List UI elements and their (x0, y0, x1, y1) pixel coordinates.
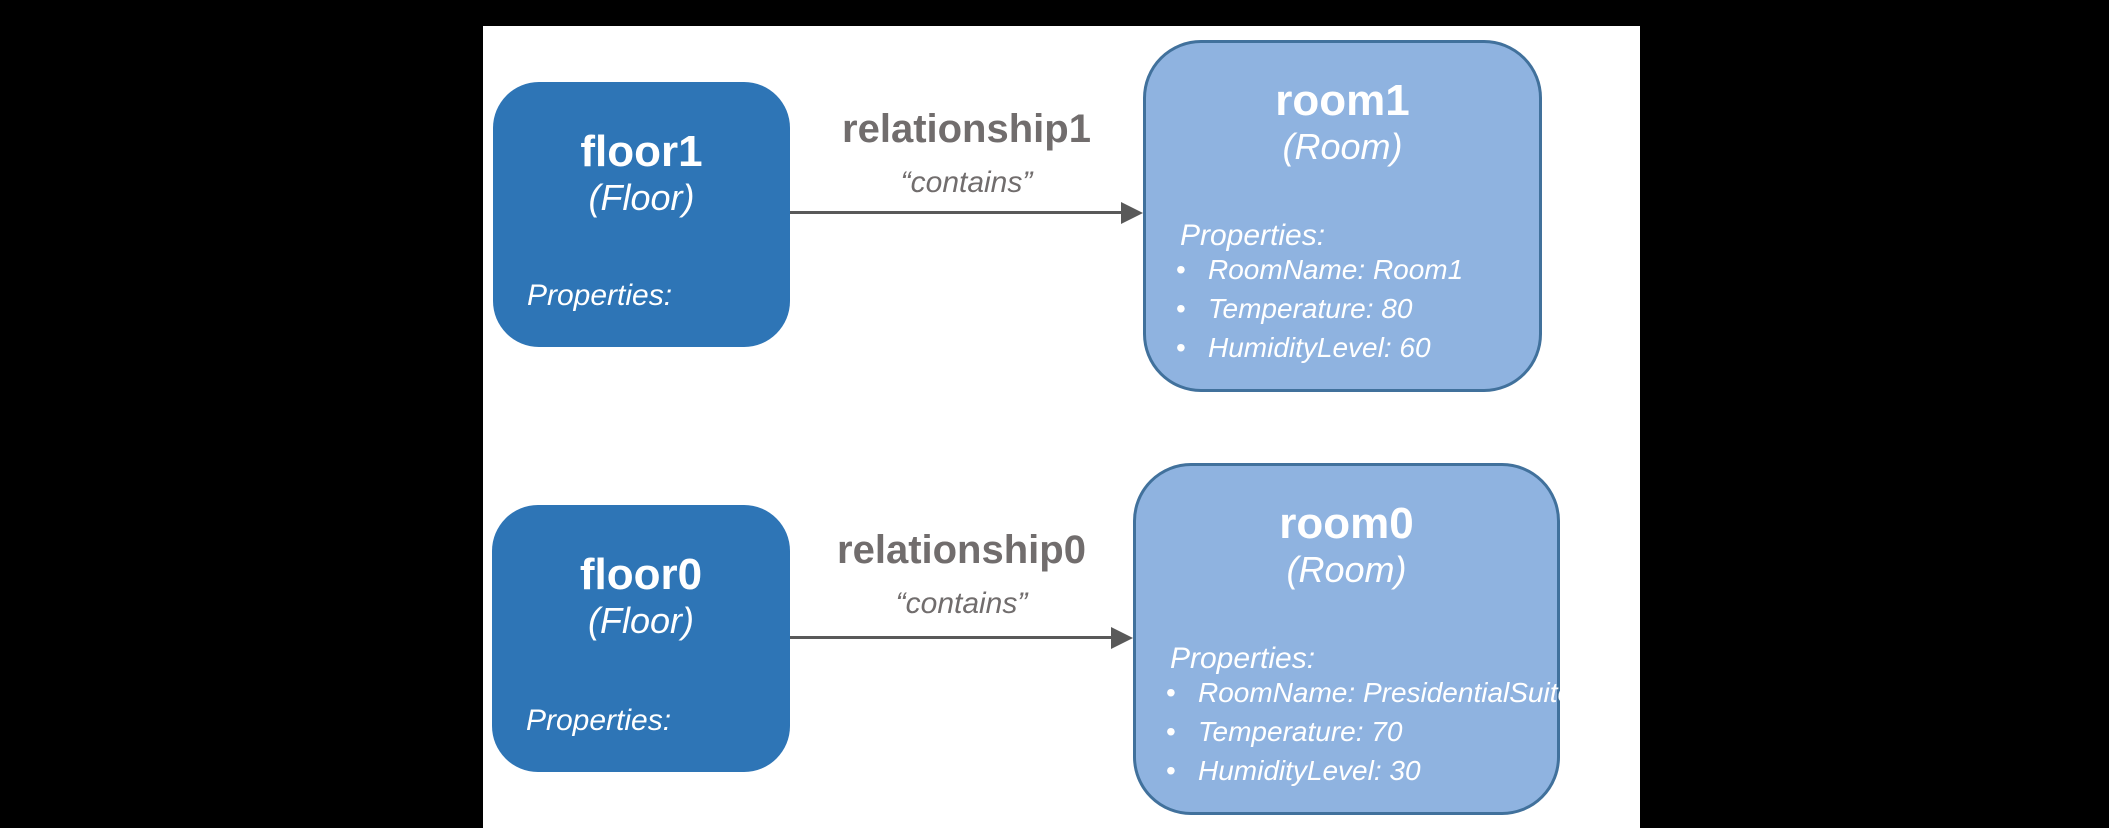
bullet-icon (1176, 331, 1208, 370)
node-title: floor1 (580, 127, 703, 176)
node-model-type: (Floor) (588, 600, 694, 641)
property-text: HumidityLevel: 60 (1208, 332, 1431, 363)
property-text: RoomName: PresidentialSuite (1198, 677, 1574, 708)
property-item: HumidityLevel: 30 (1166, 754, 1527, 793)
node-title: room0 (1279, 499, 1414, 548)
properties-label: Properties: (1170, 642, 1316, 675)
property-text: RoomName: Room1 (1208, 254, 1464, 285)
node-room1: room1 (Room) Properties: RoomName: Room1… (1143, 40, 1542, 392)
node-model-type: (Floor) (588, 177, 695, 218)
property-text: Temperature: 80 (1208, 293, 1413, 324)
property-item: RoomName: Room1 (1176, 253, 1509, 292)
node-title: room1 (1275, 76, 1410, 125)
relationship-predicate: “contains” (900, 166, 1033, 199)
properties-list: Properties: RoomName: PresidentialSuite … (1166, 642, 1573, 793)
node-floor1: floor1 (Floor) Properties: (493, 82, 790, 347)
bullet-icon (1166, 676, 1198, 715)
diagram-panel: floor1 (Floor) Properties: relationship1… (483, 26, 1640, 828)
bullet-icon (1166, 754, 1198, 793)
property-text: Temperature: 70 (1198, 716, 1403, 747)
property-item: Temperature: 70 (1166, 715, 1527, 754)
properties-label: Properties: (526, 704, 672, 737)
node-model-type: (Room) (1282, 126, 1403, 167)
bullet-icon (1166, 715, 1198, 754)
node-model-type: (Room) (1286, 549, 1407, 590)
relationship1-label-group: relationship1 “contains” (790, 106, 1143, 200)
properties-label: Properties: (1180, 219, 1326, 252)
properties-label: Properties: (527, 279, 673, 312)
bullet-icon (1176, 253, 1208, 292)
property-item: Temperature: 80 (1176, 292, 1509, 331)
property-text: HumidityLevel: 30 (1198, 755, 1421, 786)
relationship1-arrow-line (790, 211, 1121, 214)
relationship0-arrow-line (790, 636, 1111, 639)
spacer (522, 643, 760, 704)
node-room0: room0 (Room) Properties: RoomName: Presi… (1133, 463, 1573, 815)
relationship-name: relationship0 (837, 528, 1086, 572)
property-item: RoomName: PresidentialSuite (1166, 676, 1573, 715)
node-title: floor0 (579, 550, 703, 599)
relationship0-arrowhead-icon (1111, 627, 1133, 649)
relationship1-arrowhead-icon (1121, 202, 1143, 224)
relationship-name: relationship1 (842, 107, 1091, 151)
node-floor0: floor0 (Floor) Properties: (492, 505, 790, 772)
property-item: HumidityLevel: 60 (1176, 331, 1509, 370)
properties-list: Properties: RoomName: Room1 Temperature:… (1176, 219, 1509, 370)
spacer (523, 220, 760, 279)
relationship0-label-group: relationship0 “contains” (790, 527, 1133, 621)
bullet-icon (1176, 292, 1208, 331)
relationship-predicate: “contains” (895, 587, 1028, 620)
